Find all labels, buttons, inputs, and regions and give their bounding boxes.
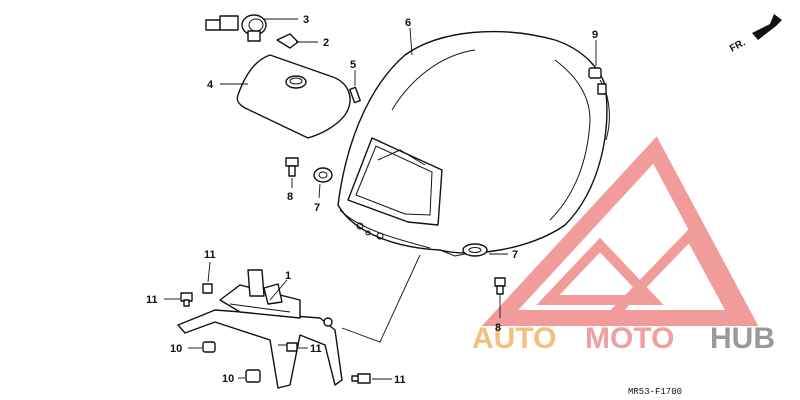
grommet-7-right (462, 243, 488, 257)
key-lock-3 (205, 14, 267, 42)
callout-11-left: 11 (146, 294, 158, 306)
nut-10-a (202, 341, 216, 353)
callout-11-bottom: 11 (394, 374, 406, 386)
front-direction-arrow (752, 14, 782, 40)
callout-11-mid: 11 (310, 343, 322, 355)
callout-7-left: 7 (314, 202, 320, 214)
bolt-8-left (285, 157, 299, 177)
watermark-logo (481, 136, 759, 326)
callout-10-top: 10 (170, 343, 182, 355)
callout-8-right: 8 (495, 322, 501, 334)
watermark-text-hub: HUB (710, 322, 775, 355)
callout-5: 5 (350, 59, 356, 71)
callout-8-left: 8 (287, 191, 293, 203)
callout-4: 4 (207, 79, 214, 91)
bolt-11-a (202, 283, 213, 294)
grommet-7-left (313, 167, 333, 183)
nut-10-b (245, 369, 261, 383)
callout-11-top: 11 (204, 249, 216, 261)
bolt-11-c (286, 342, 298, 352)
callout-7-right: 7 (512, 249, 518, 261)
clip-2 (276, 33, 299, 49)
fairing-cowl (337, 30, 610, 257)
bracket-stay-1 (177, 269, 343, 389)
callout-9: 9 (592, 29, 598, 41)
bolt-11-b (180, 292, 193, 307)
front-direction-label: FR. (728, 37, 748, 54)
screw-5 (349, 86, 361, 104)
grommet-9 (588, 67, 602, 79)
watermark-text-moto: MOTO (585, 322, 674, 355)
watermark-text-auto: AUTO (472, 322, 556, 355)
callout-6: 6 (405, 17, 411, 29)
callout-3: 3 (303, 14, 309, 26)
callout-1: 1 (285, 270, 291, 282)
bolt-11-d (351, 373, 371, 384)
cover-4 (236, 54, 351, 139)
diagram-code: MR53-F1700 (628, 387, 682, 397)
bolt-8-right (494, 277, 506, 295)
callout-2: 2 (323, 37, 329, 49)
callout-10-bottom: 10 (222, 373, 234, 385)
leader-lines (164, 18, 597, 380)
